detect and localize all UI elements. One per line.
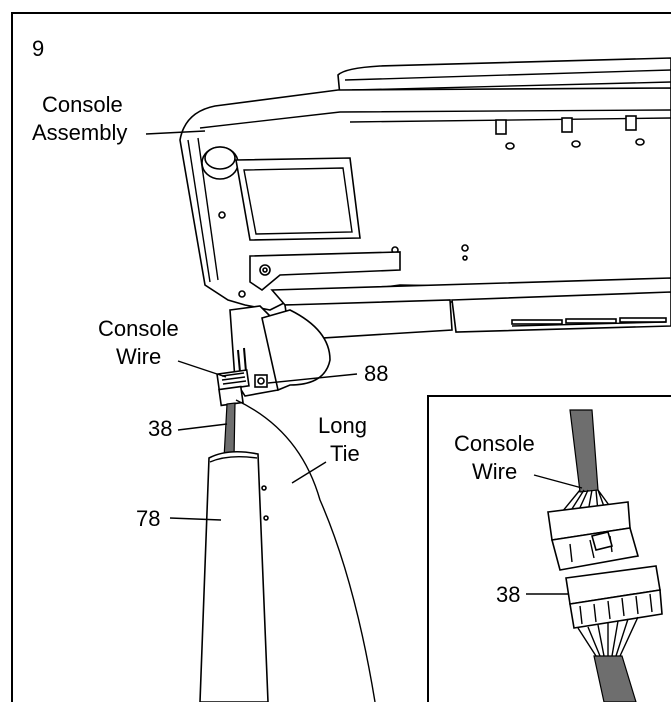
label-part-78: 78 [136,506,160,531]
inset-detail [427,395,671,702]
inset-label-part-38: 38 [496,582,520,607]
console-assembly-drawing [179,57,671,397]
upright-78 [199,450,269,702]
label-console-assembly-line2: Assembly [32,120,127,145]
leader-part-88 [267,373,358,384]
vent-slots [511,317,667,327]
inset-leader-console-wire [533,474,583,489]
step-number: 9 [32,36,44,61]
leader-console-wire [177,360,227,378]
label-long-tie-line2: Tie [330,441,360,466]
label-part-38: 38 [148,416,172,441]
label-console-wire-line1: Console [98,316,179,341]
inset-label-console-wire-line1: Console [454,431,535,456]
diagram-frame [11,12,671,702]
inset-label-console-wire-line2: Wire [472,459,517,484]
leader-part-78 [169,517,222,521]
label-part-88: 88 [364,361,388,386]
leader-console-assembly [145,130,206,135]
leader-long-tie [291,461,327,484]
long-tie [235,399,376,702]
label-console-assembly-line1: Console [42,92,123,117]
label-console-wire-line2: Wire [116,344,161,369]
label-long-tie-line1: Long [318,413,367,438]
leader-part-38 [177,423,228,431]
